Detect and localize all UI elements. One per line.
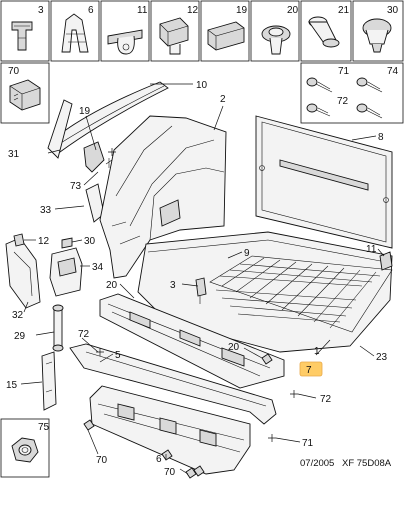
part-32-side-trim[interactable] (5, 237, 41, 309)
corner-clip-icon (9, 79, 41, 111)
svg-text:75: 75 (38, 422, 50, 433)
callout-12: 12 (38, 236, 50, 247)
part-2-side-panel[interactable] (99, 115, 227, 279)
svg-text:72: 72 (337, 96, 349, 107)
thumb-11[interactable]: 11 (100, 0, 150, 62)
callout-70a: 70 (96, 455, 108, 466)
part-11-bracket[interactable] (379, 251, 393, 271)
leader-lines (20, 83, 385, 475)
part-23-cargo-net[interactable] (209, 255, 393, 333)
thumb-12[interactable]: 12 (150, 0, 200, 62)
callout-1: 1 (314, 346, 320, 357)
callout-29: 29 (14, 331, 26, 342)
hex-nut-icon (11, 437, 39, 463)
callout-72a: 72 (78, 329, 90, 340)
cover-cap-icon (207, 21, 245, 51)
thumb-screws[interactable]: 71 72 74 (300, 62, 404, 124)
callout-20b: 20 (228, 342, 240, 353)
svg-text:12: 12 (187, 5, 199, 16)
trunk-assembly (5, 81, 393, 479)
callout-23: 23 (376, 352, 388, 363)
footer: 07/2005 XF 75D08A (300, 458, 392, 469)
callout-9: 9 (244, 248, 250, 259)
callout-7-highlight: 7 (299, 361, 323, 377)
svg-text:71: 71 (338, 66, 350, 77)
svg-text:74: 74 (387, 66, 399, 77)
thumbnail-grid: 3 6 11 12 (0, 0, 404, 478)
part-10-upper-trim[interactable] (51, 81, 169, 153)
callout-5: 5 (115, 350, 121, 361)
callout-30: 30 (84, 236, 96, 247)
loop-bracket-icon (107, 29, 143, 55)
svg-text:3: 3 (38, 5, 44, 16)
thumb-70[interactable]: 70 (0, 62, 50, 124)
svg-text:11: 11 (137, 5, 148, 16)
round-button-icon (362, 18, 392, 53)
callout-73: 73 (70, 181, 82, 192)
callout-31: 31 (8, 149, 20, 160)
callouts: 10 2 8 19 31 73 33 12 30 34 9 11 3 20 32… (6, 80, 388, 478)
thumb-3[interactable]: 3 (0, 0, 50, 62)
part-31-pillar-trim[interactable] (47, 99, 73, 159)
callout-71: 71 (302, 438, 314, 449)
svg-text:19: 19 (236, 5, 248, 16)
thumb-21[interactable]: 21 (300, 0, 352, 62)
part-15-vertical-trim[interactable] (41, 351, 57, 411)
callout-2: 2 (220, 94, 226, 105)
svg-text:30: 30 (387, 5, 399, 16)
callout-7: 7 (306, 365, 312, 376)
wall-clip-icon (11, 21, 33, 51)
callout-19: 19 (79, 106, 91, 117)
svg-text:70: 70 (8, 66, 20, 77)
thumb-75[interactable]: 75 (0, 418, 50, 478)
svg-text:21: 21 (338, 5, 350, 16)
callout-32: 32 (12, 310, 24, 321)
spring-clip-icon (61, 13, 89, 53)
part-3-clip[interactable] (195, 277, 207, 297)
part-30-button[interactable] (61, 237, 73, 249)
callout-11: 11 (366, 244, 377, 255)
callout-15: 15 (6, 380, 18, 391)
callout-10: 10 (196, 80, 208, 91)
callout-72b: 72 (320, 394, 332, 405)
svg-text:20: 20 (287, 5, 299, 16)
part-29-strut[interactable] (52, 304, 64, 352)
footer-reference: XF 75D08A (342, 458, 392, 469)
part-12-clip[interactable] (13, 233, 25, 247)
part-8-backrest-panel[interactable] (255, 115, 393, 249)
part-73-bracket[interactable] (83, 141, 105, 173)
callout-20a: 20 (106, 280, 118, 291)
thumb-19[interactable]: 19 (200, 0, 250, 62)
callout-3: 3 (170, 280, 176, 291)
svg-text:6: 6 (88, 5, 94, 16)
callout-33: 33 (40, 205, 52, 216)
stud-clip-icon (308, 16, 340, 48)
screw-icon (306, 77, 383, 119)
callout-70b: 70 (164, 467, 176, 478)
thumb-20[interactable]: 20 (250, 0, 300, 62)
callout-34: 34 (92, 262, 104, 273)
part-5-rear-panel[interactable] (69, 343, 277, 425)
push-rivet-icon (261, 25, 291, 55)
callout-6: 6 (156, 454, 162, 465)
callout-8: 8 (378, 132, 384, 143)
square-clip-icon (159, 17, 189, 55)
footer-date: 07/2005 (300, 458, 334, 469)
thumb-6[interactable]: 6 (50, 0, 100, 62)
thumb-30[interactable]: 30 (352, 0, 404, 62)
